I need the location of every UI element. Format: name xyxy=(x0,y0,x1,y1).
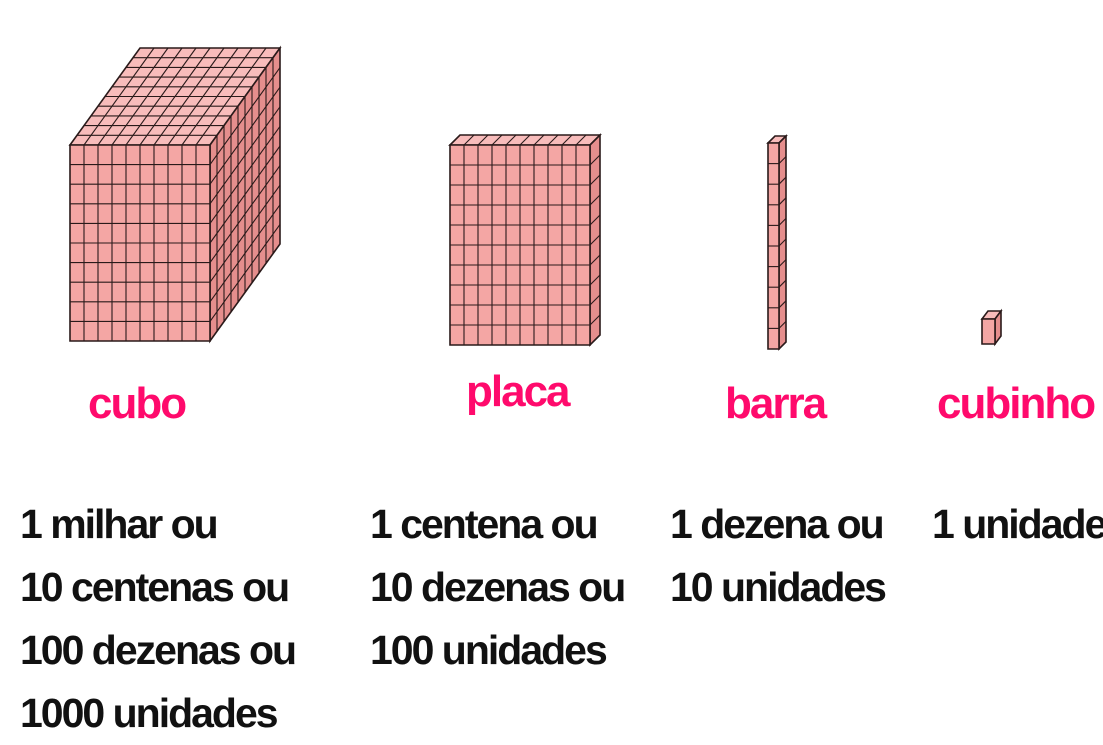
label-barra: barra xyxy=(725,379,827,428)
description-cubo: 1 milhar ou 10 centenas ou 100 dezenas o… xyxy=(20,493,297,745)
grid-line xyxy=(209,86,281,185)
description-line: 10 centenas ou xyxy=(20,564,290,610)
description-line: 100 unidades xyxy=(370,627,608,673)
thousand-cube-block xyxy=(68,45,282,344)
front-face xyxy=(981,318,996,345)
hundred-flat-block xyxy=(448,133,602,347)
grid-line xyxy=(778,197,787,206)
grid-line xyxy=(209,224,281,322)
description-cubinho: 1 unidade xyxy=(932,493,1103,556)
grid-line xyxy=(778,218,787,226)
grid-line xyxy=(533,134,545,146)
base-ten-blocks-illustration xyxy=(68,45,1003,351)
grid-line xyxy=(209,67,281,165)
grid-line xyxy=(589,254,601,266)
ten-rod-block xyxy=(766,134,788,351)
label-cubo: cubo xyxy=(88,379,187,428)
grid-line xyxy=(589,234,601,246)
description-barra: 1 dezena ou 10 unidades xyxy=(670,493,887,619)
label-placa: placa xyxy=(466,367,571,416)
grid-line xyxy=(589,274,601,286)
description-line: 10 dezenas ou xyxy=(370,564,626,610)
description-line: 100 dezenas ou xyxy=(20,627,297,673)
grid-line xyxy=(547,134,559,146)
grid-line xyxy=(209,165,281,263)
description-line: 1 centena ou xyxy=(370,501,599,547)
grid-line xyxy=(575,134,587,146)
description-line: 1 dezena ou xyxy=(670,501,885,547)
grid-line xyxy=(519,134,531,146)
grid-line xyxy=(209,106,281,205)
grid-line xyxy=(589,294,601,306)
grid-line xyxy=(209,184,281,283)
label-cubinho: cubinho xyxy=(937,379,1096,428)
grid-line xyxy=(505,134,517,146)
grid-line xyxy=(561,134,573,146)
grid-line xyxy=(778,279,787,288)
grid-line xyxy=(209,145,281,244)
description-line: 1000 unidades xyxy=(20,690,279,736)
grid-line xyxy=(589,314,601,326)
grid-line xyxy=(778,176,787,185)
grid-line xyxy=(589,154,601,166)
description-line: 1 unidade xyxy=(932,501,1103,547)
description-line: 1 milhar ou xyxy=(20,501,219,547)
description-line: 10 unidades xyxy=(670,564,887,610)
grid-line xyxy=(589,194,601,206)
grid-line xyxy=(209,126,281,224)
grid-line xyxy=(463,134,475,146)
grid-line xyxy=(491,134,503,146)
grid-line xyxy=(209,204,281,303)
grid-line xyxy=(778,156,787,164)
unit-cube-block xyxy=(980,308,1003,347)
grid-line xyxy=(589,214,601,226)
grid-line xyxy=(589,174,601,186)
description-placa: 1 centena ou 10 dezenas ou 100 unidades xyxy=(370,493,626,682)
grid-line xyxy=(778,238,787,247)
grid-line xyxy=(477,134,489,146)
grid-line xyxy=(778,321,787,329)
grid-line xyxy=(778,300,787,309)
grid-line xyxy=(778,259,787,267)
